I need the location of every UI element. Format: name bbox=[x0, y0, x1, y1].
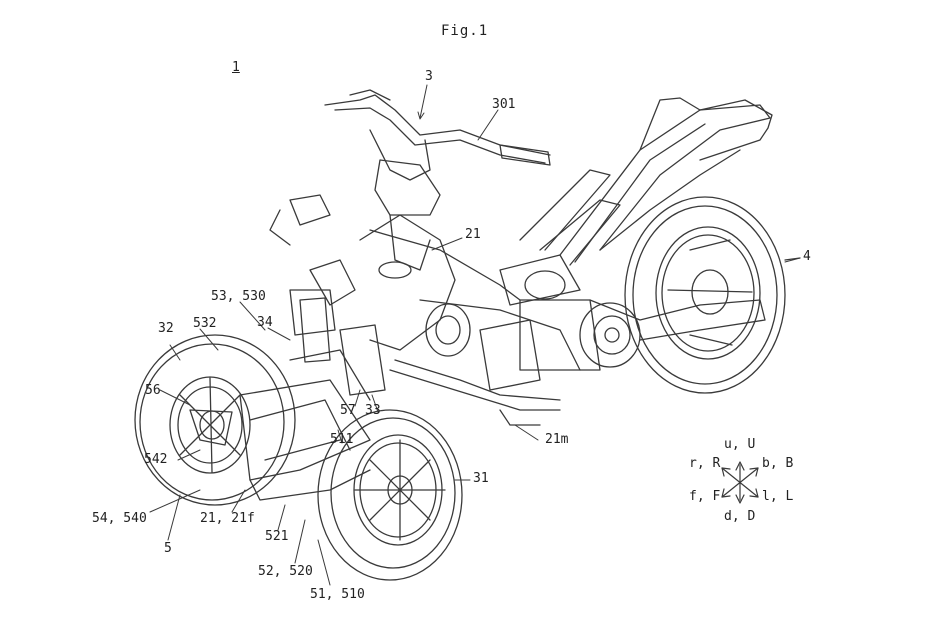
label-521: 521 bbox=[265, 529, 289, 544]
label-grip: 301 bbox=[492, 97, 516, 112]
front-suspension-drawing bbox=[239, 289, 386, 501]
label-rear-wheel: 4 bbox=[803, 249, 811, 264]
direction-front: f, F bbox=[689, 489, 721, 504]
label-handlebar: 3 bbox=[425, 69, 433, 84]
left-front-wheel-drawing bbox=[134, 334, 296, 506]
engine-drawing bbox=[479, 254, 641, 391]
label-542: 542 bbox=[144, 452, 168, 467]
direction-down: d, D bbox=[724, 509, 756, 524]
direction-back: b, B bbox=[762, 456, 794, 471]
label-54-540: 54, 540 bbox=[92, 511, 147, 526]
main-frame-drawing bbox=[359, 214, 581, 426]
label-511: 511 bbox=[330, 432, 354, 447]
label-31: 31 bbox=[473, 471, 489, 486]
label-21-21f: 21, 21f bbox=[200, 511, 255, 526]
rear-frame-drawing bbox=[519, 97, 773, 341]
handlebar-drawing bbox=[269, 89, 551, 306]
label-body-frame: 21 bbox=[465, 227, 481, 242]
label-57: 57 bbox=[340, 403, 356, 418]
direction-compass bbox=[721, 461, 759, 504]
direction-right: r, R bbox=[689, 456, 721, 471]
label-52-520: 52, 520 bbox=[258, 564, 313, 579]
figure-title: Fig.1 bbox=[441, 23, 489, 39]
ref-main: 1 bbox=[232, 60, 240, 75]
direction-up: u, U bbox=[724, 437, 756, 452]
label-33: 33 bbox=[365, 403, 381, 418]
label-51-510: 51, 510 bbox=[310, 587, 365, 602]
label-53-530: 53, 530 bbox=[211, 289, 266, 304]
label-21m: 21m bbox=[545, 432, 569, 447]
label-532: 532 bbox=[193, 316, 217, 331]
right-front-wheel-drawing bbox=[317, 409, 463, 581]
label-32: 32 bbox=[158, 321, 174, 336]
label-56: 56 bbox=[145, 383, 161, 398]
rear-wheel-drawing bbox=[624, 196, 801, 394]
label-5: 5 bbox=[164, 541, 172, 556]
label-34: 34 bbox=[257, 315, 273, 330]
leader-lines bbox=[149, 84, 801, 586]
direction-left: l, L bbox=[762, 489, 794, 504]
